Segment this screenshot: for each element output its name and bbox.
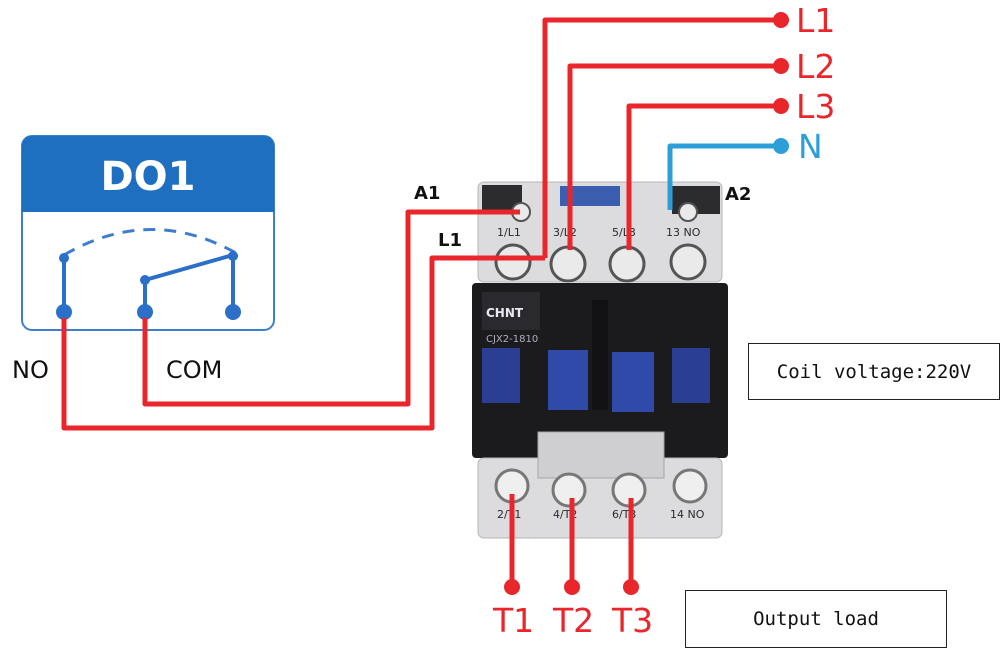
terminal-5-l3-screw — [608, 245, 646, 283]
dot-l3 — [773, 98, 789, 114]
relay-contact-nc — [225, 251, 241, 320]
supply-l2-label: L2 — [796, 47, 835, 86]
wire-supply-l2 — [567, 63, 778, 250]
supply-l1-label: L1 — [796, 1, 835, 40]
output-load-text: Output load — [753, 608, 879, 630]
terminal-13no-screw — [669, 243, 707, 281]
wires — [61, 17, 778, 584]
terminal-14no-screw — [672, 468, 708, 504]
dot-n — [773, 138, 789, 154]
terminal-4-t2-screw — [551, 472, 587, 508]
output-load-note: Output load — [685, 590, 947, 648]
bottom-terminals: 2/T1 4/T2 6/T3 14 NO — [494, 468, 708, 521]
coil-voltage-text: Coil voltage:220V — [776, 360, 972, 383]
relay-module: DO1 — [21, 135, 275, 331]
supply-l3-label: L3 — [796, 87, 835, 126]
relay-no-label: NO — [12, 356, 49, 384]
wire-supply-l3 — [626, 103, 778, 250]
supply-n-label: N — [798, 127, 823, 166]
terminal-label-3: 3/L2 — [553, 226, 577, 239]
relay-title: DO1 — [100, 154, 195, 200]
terminal-1-l1-screw — [494, 243, 532, 281]
contactor-brand: CHNT — [486, 306, 524, 320]
output-t1-label: T1 — [492, 601, 534, 640]
terminal-label-1: 1/L1 — [497, 226, 521, 239]
wire-ends — [504, 12, 789, 595]
dot-t1 — [504, 579, 520, 595]
terminal-label-5: 5/L3 — [612, 226, 636, 239]
dot-t2 — [564, 579, 580, 595]
dot-l2 — [773, 58, 789, 74]
terminal-3-l2-screw — [549, 245, 587, 283]
relay-com-label: COM — [166, 356, 222, 384]
coil-a2-label: A2 — [725, 184, 751, 205]
output-t2-label: T2 — [552, 601, 594, 640]
wire-no-l1 — [61, 255, 545, 431]
input-l1-label: L1 — [438, 230, 462, 251]
terminal-label-2: 2/T1 — [497, 508, 521, 521]
dot-t3 — [623, 579, 639, 595]
coil-voltage-note: Coil voltage:220V — [748, 343, 1000, 400]
terminal-label-14: 14 NO — [670, 508, 705, 521]
relay-contact-no — [56, 253, 72, 320]
output-t3-label: T3 — [611, 601, 653, 640]
relay-contact-com — [137, 253, 234, 320]
dot-l1 — [773, 12, 789, 28]
wire-com-a1 — [142, 209, 520, 407]
terminal-label-13: 13 NO — [666, 226, 701, 239]
top-terminals: 1/L1 3/L2 5/L3 13 NO — [494, 202, 707, 283]
coil-a1-label: A1 — [414, 183, 440, 204]
wire-supply-l1 — [542, 17, 778, 258]
contactor-model: CJX2-1810 — [486, 334, 538, 345]
wire-supply-n — [667, 143, 778, 210]
